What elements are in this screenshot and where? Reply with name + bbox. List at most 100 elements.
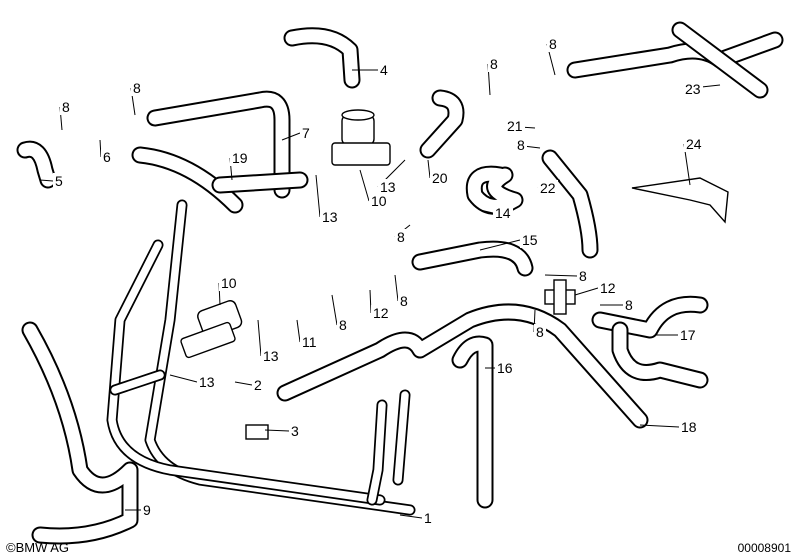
label-bg bbox=[141, 502, 153, 518]
hose bbox=[16, 140, 57, 189]
callout-8: 8 bbox=[397, 229, 405, 245]
callout-1: 1 bbox=[424, 510, 432, 526]
label-bg bbox=[131, 80, 143, 96]
valve-10-lower bbox=[180, 300, 243, 359]
leader-line bbox=[574, 287, 599, 296]
callout-8: 8 bbox=[517, 137, 525, 153]
label-bg bbox=[679, 419, 699, 435]
hose bbox=[671, 21, 769, 99]
leader-line bbox=[315, 174, 321, 218]
callout-8: 8 bbox=[400, 293, 408, 309]
callout-12: 12 bbox=[373, 305, 389, 321]
callout-22: 22 bbox=[540, 180, 556, 196]
label-bg bbox=[197, 374, 217, 390]
callout-12: 12 bbox=[600, 280, 616, 296]
callout-21: 21 bbox=[507, 118, 523, 134]
callout-13: 13 bbox=[322, 209, 338, 225]
leader-line bbox=[39, 179, 54, 182]
bracket-24 bbox=[631, 177, 729, 224]
leader-line bbox=[479, 209, 494, 214]
hose bbox=[131, 146, 244, 214]
leader-line bbox=[479, 239, 521, 251]
label-bg bbox=[101, 149, 113, 165]
callout-17: 17 bbox=[680, 327, 696, 343]
label-bg bbox=[577, 268, 589, 284]
callout-13: 13 bbox=[263, 348, 279, 364]
callout-10: 10 bbox=[371, 193, 387, 209]
leader-line bbox=[281, 132, 301, 141]
callout-6: 6 bbox=[103, 149, 111, 165]
callout-8: 8 bbox=[579, 268, 587, 284]
callout-3: 3 bbox=[291, 423, 299, 439]
callout-24: 24 bbox=[686, 136, 702, 152]
leader-line bbox=[331, 294, 338, 326]
t-piece-12 bbox=[544, 279, 576, 315]
label-bg bbox=[371, 305, 391, 321]
callout-8: 8 bbox=[133, 80, 141, 96]
label-bg bbox=[430, 170, 450, 186]
callout-11: 11 bbox=[302, 334, 317, 350]
label-bg bbox=[60, 99, 72, 115]
hose bbox=[276, 303, 649, 429]
label-bg bbox=[422, 510, 434, 526]
leader-line bbox=[639, 424, 680, 428]
callout-16: 16 bbox=[497, 360, 513, 376]
leader-line bbox=[99, 139, 102, 158]
label-bg bbox=[683, 81, 703, 97]
callout-13: 13 bbox=[199, 374, 215, 390]
label-bg bbox=[534, 324, 546, 340]
leader-line bbox=[234, 381, 253, 386]
bracket-3 bbox=[245, 424, 269, 440]
leader-line bbox=[257, 319, 262, 357]
callout-4: 4 bbox=[380, 62, 388, 78]
valve-10-upper bbox=[331, 109, 391, 166]
label-bg bbox=[378, 179, 398, 195]
callout-8: 8 bbox=[339, 317, 347, 333]
label-bg bbox=[53, 173, 65, 189]
hose bbox=[451, 335, 494, 509]
leader-line bbox=[399, 514, 423, 519]
coolant-pipe bbox=[109, 369, 166, 396]
hose bbox=[146, 90, 291, 199]
hose bbox=[21, 321, 139, 545]
callout-8: 8 bbox=[62, 99, 70, 115]
label-bg bbox=[505, 118, 525, 134]
callout-8: 8 bbox=[536, 324, 544, 340]
coolant-pipe bbox=[392, 389, 411, 486]
hose bbox=[611, 321, 709, 389]
leader-line bbox=[369, 289, 372, 314]
leader-line bbox=[169, 374, 198, 383]
label-bg bbox=[493, 205, 513, 221]
label-bg bbox=[395, 229, 407, 245]
label-bg bbox=[598, 280, 618, 296]
callout-5: 5 bbox=[55, 173, 63, 189]
hose bbox=[591, 295, 709, 339]
hoses-group bbox=[16, 21, 784, 545]
label-bg bbox=[520, 232, 540, 248]
label-bg bbox=[684, 136, 704, 152]
label-bg bbox=[261, 348, 281, 364]
label-bg bbox=[337, 317, 349, 333]
label-bg bbox=[398, 293, 410, 309]
hose bbox=[465, 165, 524, 215]
callout-15: 15 bbox=[522, 232, 538, 248]
label-bg bbox=[515, 137, 527, 153]
label-bg bbox=[547, 36, 559, 52]
label-bg bbox=[623, 297, 635, 313]
label-bg bbox=[219, 275, 239, 291]
copyright-text: ©BMW AG bbox=[6, 540, 70, 555]
label-bg bbox=[300, 334, 320, 350]
callout-20: 20 bbox=[432, 170, 448, 186]
leader-line bbox=[264, 429, 290, 432]
callout-14: 14 bbox=[495, 205, 511, 221]
callout-18: 18 bbox=[681, 419, 697, 435]
hose bbox=[541, 149, 599, 259]
leader-line bbox=[394, 274, 399, 302]
label-bg bbox=[230, 150, 250, 166]
callout-10: 10 bbox=[221, 275, 237, 291]
label-bg bbox=[678, 327, 698, 343]
reference-number: 00008901 bbox=[737, 541, 791, 555]
